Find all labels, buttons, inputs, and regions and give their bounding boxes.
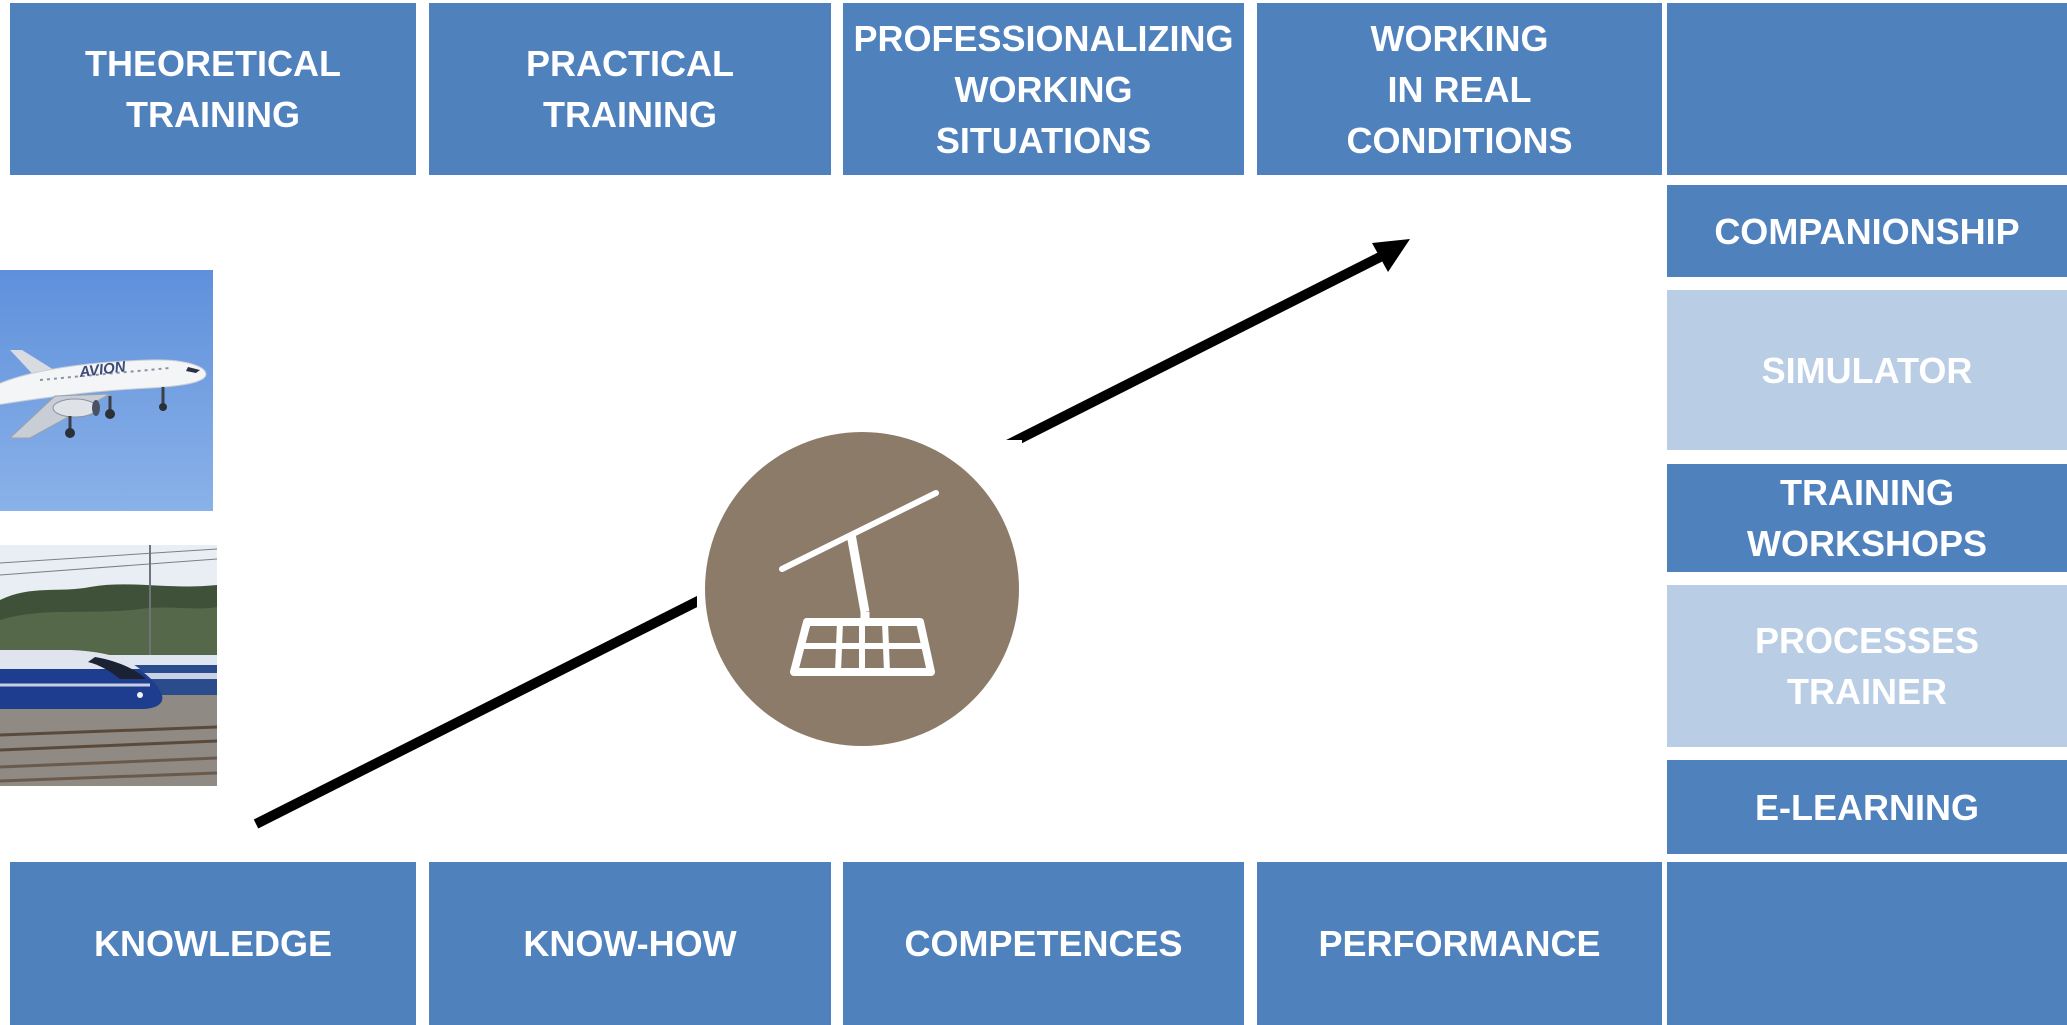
airplane-photo: AVION [0,270,213,511]
side-training-workshops: TRAINING WORKSHOPS [1667,464,2067,572]
bottom-performance: PERFORMANCE [1257,862,1662,1025]
side-simulator: SIMULATOR [1667,290,2067,450]
airplane-livery-text: AVION [77,358,127,381]
top-corner-box [1667,3,2067,175]
top-theoretical-training: THEORETICAL TRAINING [10,3,416,175]
bottom-competences: COMPETENCES [843,862,1244,1025]
top-practical-training: PRACTICAL TRAINING [429,3,831,175]
bottom-know-how: KNOW-HOW [429,862,831,1025]
bottom-corner-box [1667,862,2067,1025]
airplane-illustration: AVION [0,270,213,511]
cable-car-icon [697,432,1022,746]
progress-arrow-head [1372,239,1410,272]
train-photo [0,545,217,786]
train-illustration [0,545,217,786]
top-working-real-conditions: WORKING IN REAL CONDITIONS [1257,3,1662,175]
top-professionalizing-working-situations: PROFESSIONALIZING WORKING SITUATIONS [843,3,1244,175]
side-companionship: COMPANIONSHIP [1667,185,2067,277]
side-processes-trainer: PROCESSES TRAINER [1667,585,2067,747]
side-e-learning: E-LEARNING [1667,760,2067,854]
bottom-knowledge: KNOWLEDGE [10,862,416,1025]
